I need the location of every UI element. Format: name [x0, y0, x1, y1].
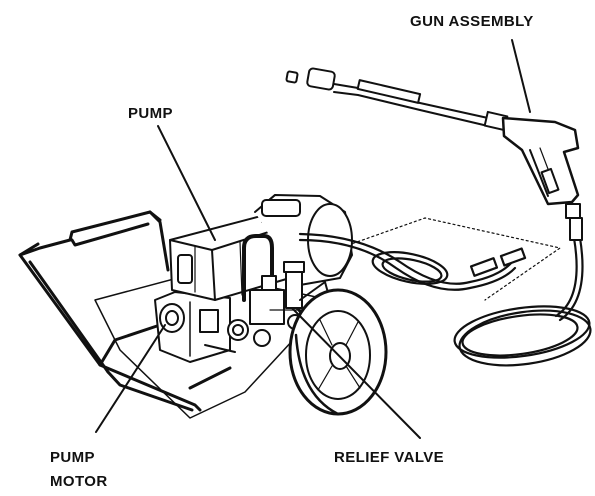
- leader-relief-valve: [291, 307, 421, 439]
- gun-assembly-label: GUN ASSEMBLY: [410, 13, 534, 30]
- pump-motor-label-line2: MOTOR: [50, 473, 108, 490]
- cart-frame: [18, 210, 232, 412]
- gun-lance: [285, 67, 509, 132]
- leader-pump-motor: [95, 324, 166, 433]
- leader-lines: [95, 39, 531, 439]
- pump-motor-label-line1: PUMP: [50, 449, 95, 466]
- pump-motor-housing: [154, 291, 249, 363]
- wheel: [288, 288, 388, 416]
- gun-handle: [501, 116, 583, 241]
- high-pressure-hose: [298, 232, 592, 367]
- leader-pump: [157, 125, 216, 241]
- relief-valve-cluster: [242, 234, 331, 347]
- leader-gun-assembly: [511, 39, 531, 113]
- relief-valve-label: RELIEF VALVE: [334, 449, 445, 466]
- pump-label: PUMP: [128, 105, 173, 122]
